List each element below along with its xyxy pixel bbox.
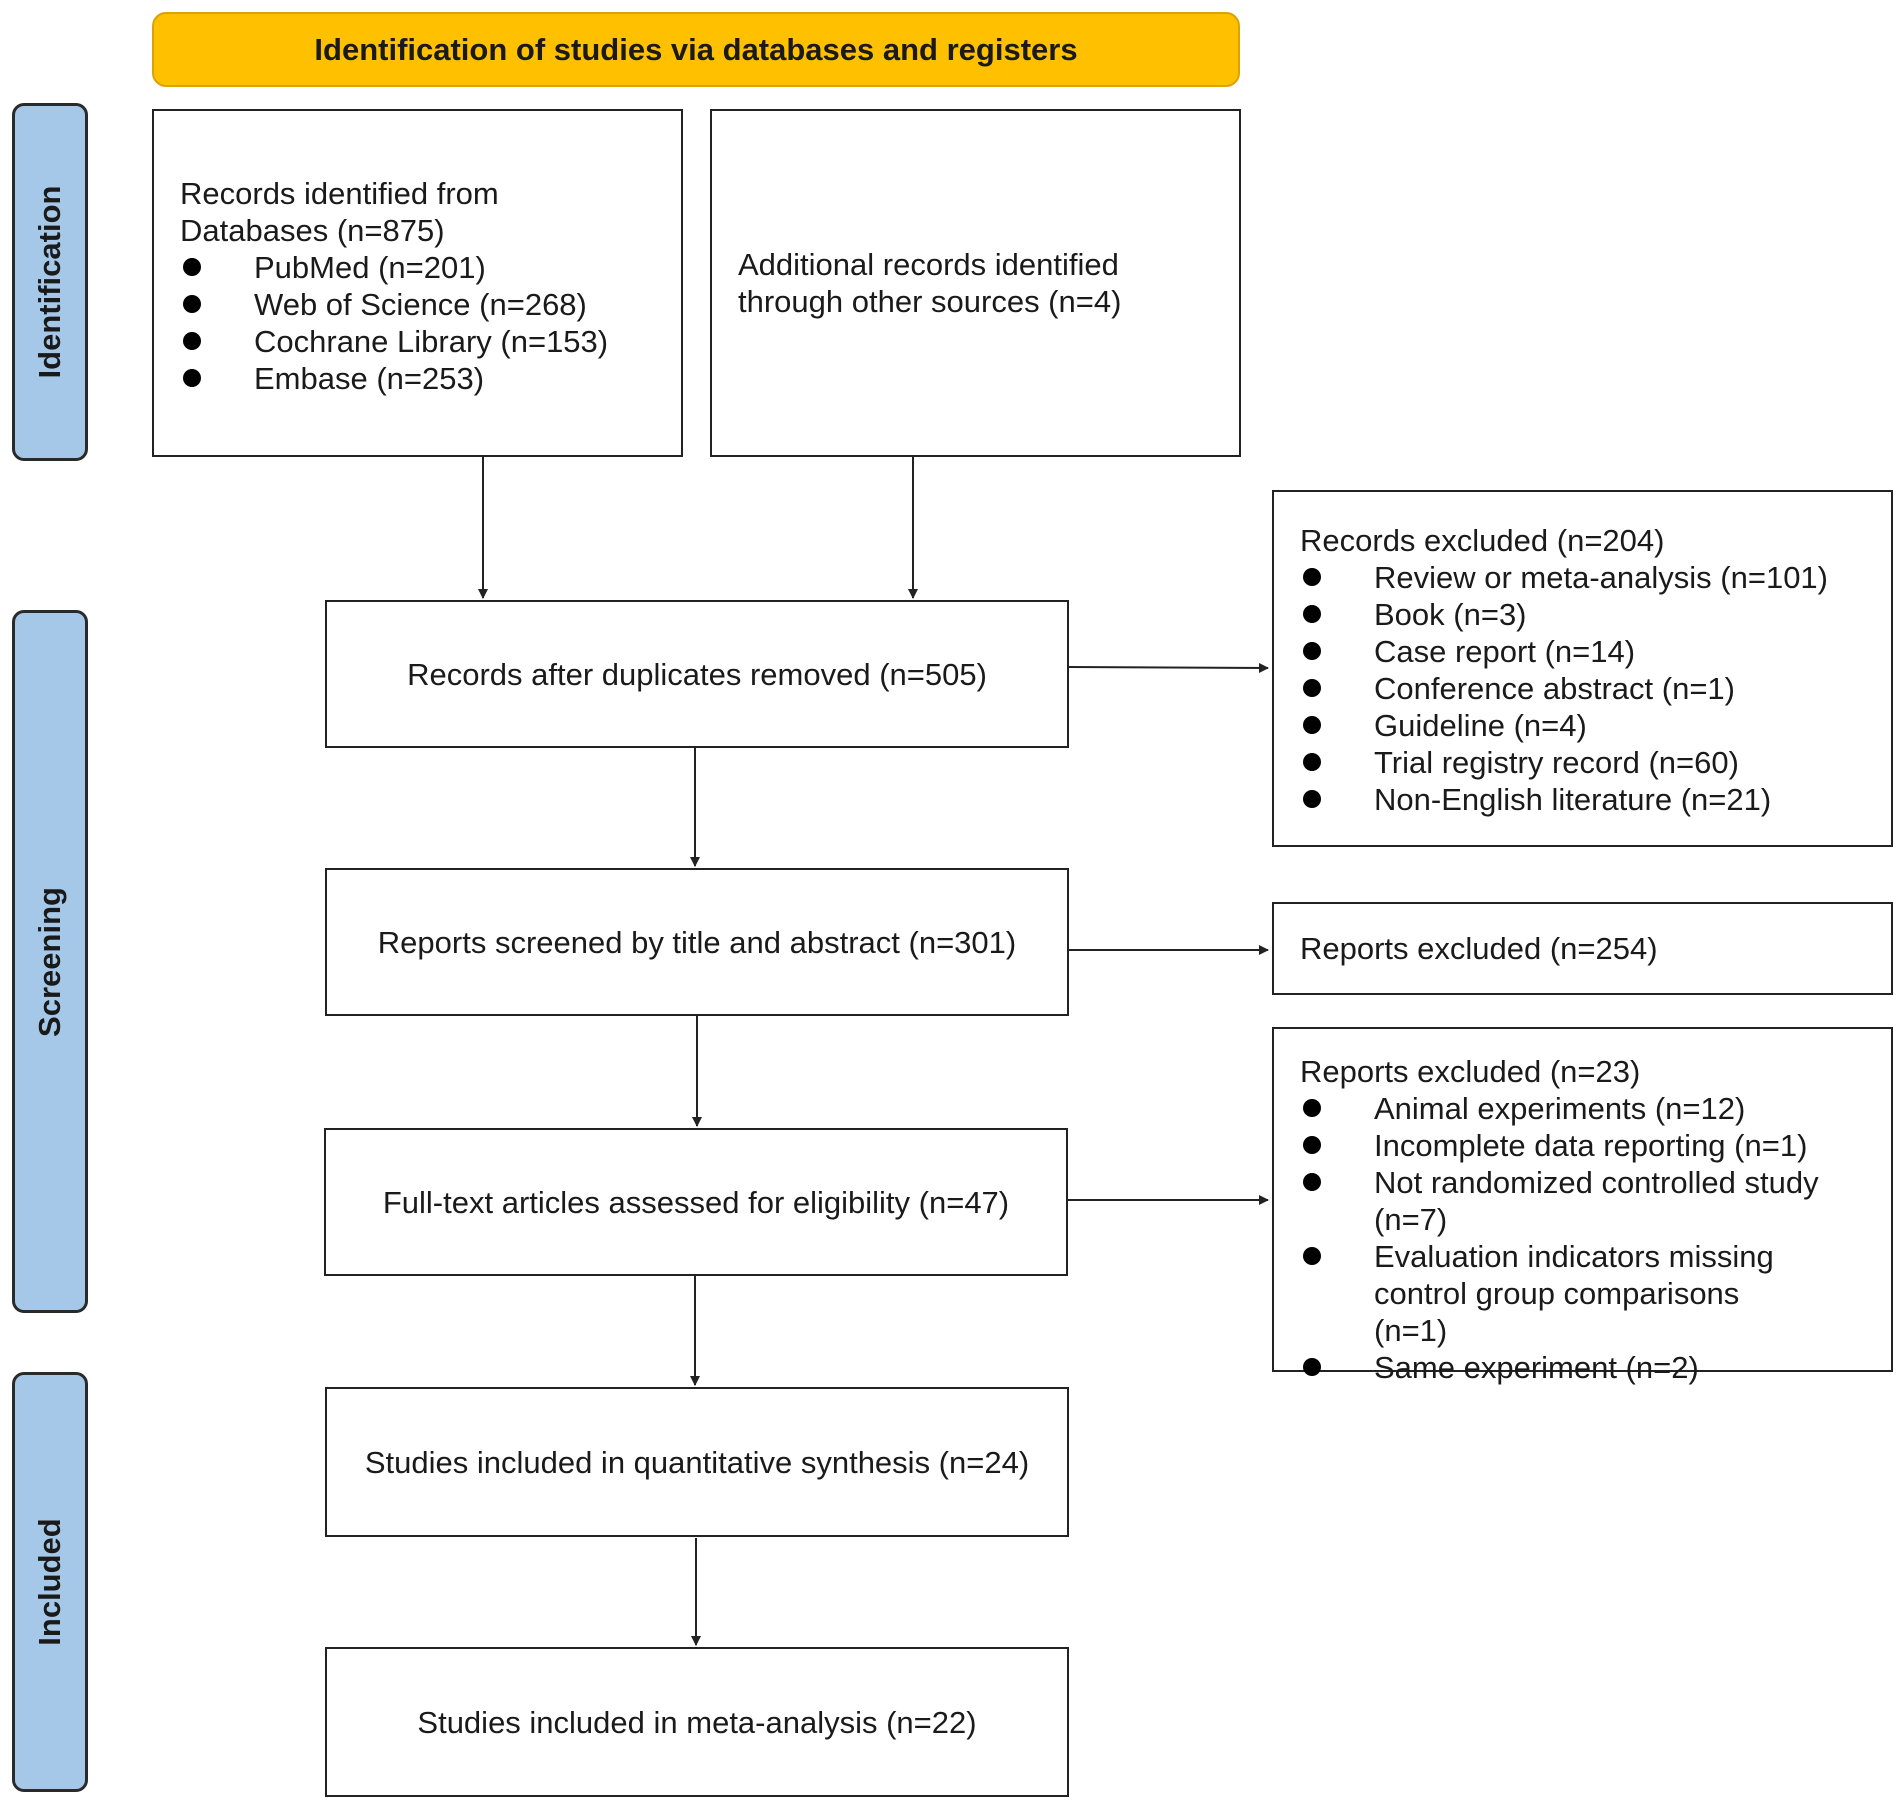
- header-title: Identification of studies via databases …: [314, 31, 1078, 67]
- after-duplicates-box: Records after duplicates removed (n=505): [325, 600, 1069, 748]
- list-item: Incomplete data reporting (n=1): [1300, 1127, 1820, 1164]
- meta-analysis-box: Studies included in meta-analysis (n=22): [325, 1647, 1069, 1797]
- database-list: PubMed (n=201) Web of Science (n=268) Co…: [180, 249, 681, 397]
- list-item: Trial registry record (n=60): [1300, 744, 1891, 781]
- records-excluded-box: Records excluded (n=204) Review or meta-…: [1272, 490, 1893, 847]
- after-duplicates-text: Records after duplicates removed (n=505): [407, 656, 987, 692]
- records-excluded-title: Records excluded (n=204): [1300, 523, 1665, 558]
- reports-excluded-screening-text: Reports excluded (n=254): [1300, 931, 1658, 966]
- list-item: Embase (n=253): [180, 360, 681, 397]
- phase-screening: Screening: [12, 610, 88, 1313]
- list-item: Review or meta-analysis (n=101): [1300, 559, 1891, 596]
- phase-included: Included: [12, 1372, 88, 1792]
- records-excluded-list: Review or meta-analysis (n=101) Book (n=…: [1300, 559, 1891, 818]
- list-item: Not randomized controlled study (n=7): [1300, 1164, 1820, 1238]
- reports-excluded-fulltext-title: Reports excluded (n=23): [1300, 1054, 1641, 1089]
- screened-box: Reports screened by title and abstract (…: [325, 868, 1069, 1016]
- list-item: Case report (n=14): [1300, 633, 1891, 670]
- quantitative-synthesis-box: Studies included in quantitative synthes…: [325, 1387, 1069, 1537]
- reports-excluded-fulltext-box: Reports excluded (n=23) Animal experimen…: [1272, 1027, 1893, 1385]
- phase-identification: Identification: [12, 103, 88, 461]
- fulltext-exclusion-list: Animal experiments (n=12) Incomplete dat…: [1300, 1090, 1820, 1386]
- fulltext-text: Full-text articles assessed for eligibil…: [382, 1184, 1010, 1220]
- list-item: PubMed (n=201): [180, 249, 681, 286]
- list-item: Guideline (n=4): [1300, 707, 1891, 744]
- arrow-deduplicated-to-excluded: [1067, 662, 1269, 673]
- reports-excluded-screening-box: Reports excluded (n=254): [1272, 902, 1893, 995]
- records-identified-title: Records identified from Databases (n=875…: [180, 176, 499, 248]
- additional-records-box: Additional records identified through ot…: [710, 109, 1241, 457]
- additional-records-text: Additional records identified through ot…: [738, 247, 1122, 319]
- records-identified-box: Records identified from Databases (n=875…: [152, 109, 683, 457]
- list-item: Conference abstract (n=1): [1300, 670, 1891, 707]
- list-item: Web of Science (n=268): [180, 286, 681, 323]
- phase-screening-label: Screening: [32, 886, 67, 1037]
- screened-text: Reports screened by title and abstract (…: [377, 924, 1017, 960]
- list-item: Non-English literature (n=21): [1300, 781, 1891, 818]
- quantitative-synthesis-text: Studies included in quantitative synthes…: [364, 1444, 1030, 1480]
- list-item: Cochrane Library (n=153): [180, 323, 681, 360]
- phase-included-label: Included: [32, 1518, 67, 1646]
- meta-analysis-text: Studies included in meta-analysis (n=22): [417, 1704, 977, 1740]
- list-item: Book (n=3): [1300, 596, 1891, 633]
- list-item: Same experiment (n=2): [1300, 1349, 1820, 1386]
- phase-identification-label: Identification: [32, 185, 67, 379]
- list-item: Animal experiments (n=12): [1300, 1090, 1820, 1127]
- identification-header: Identification of studies via databases …: [152, 12, 1240, 87]
- list-item: Evaluation indicators missing control gr…: [1300, 1238, 1820, 1349]
- fulltext-box: Full-text articles assessed for eligibil…: [324, 1128, 1068, 1276]
